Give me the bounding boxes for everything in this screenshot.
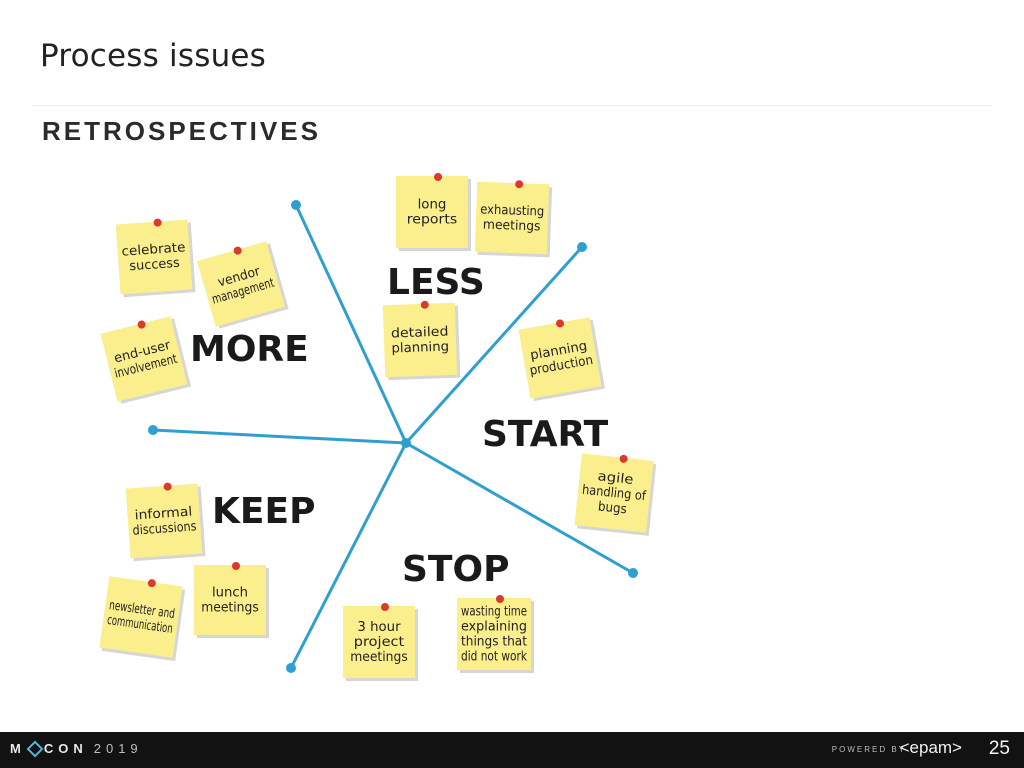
note-text: planning	[391, 339, 449, 356]
label-stop: STOP	[402, 549, 509, 590]
logo-text-right: CON	[44, 741, 88, 756]
note-text: did not work	[461, 650, 527, 665]
hub-dot	[401, 438, 411, 448]
label-more: MORE	[190, 329, 309, 370]
footer-bar: M CON 2019 POWERED BY <epam> 25	[0, 732, 1024, 768]
note-text: bugs	[597, 499, 627, 517]
note-text: 3 hour	[357, 620, 401, 635]
label-start: START	[482, 414, 609, 455]
spoke-end-dot	[291, 200, 301, 210]
pushpin-icon	[232, 562, 240, 570]
pushpin-icon	[434, 173, 442, 181]
spoke-end-dot	[148, 425, 158, 435]
note-text: project	[354, 635, 404, 650]
sponsor-logo: <epam>	[900, 738, 962, 758]
note-text: long	[418, 198, 447, 213]
powered-by-label: POWERED BY	[832, 745, 906, 754]
conference-logo: M CON 2019	[10, 741, 143, 756]
note-text: lunch	[212, 586, 248, 601]
note-text: meetings	[350, 650, 408, 665]
pushpin-icon	[381, 603, 389, 611]
page-number: 25	[989, 738, 1010, 760]
spoke-end-dot	[577, 242, 587, 252]
note-text: reports	[407, 213, 458, 228]
label-keep: KEEP	[212, 491, 315, 532]
note-text: wasting time	[461, 605, 527, 620]
retrospective-diagram: MORE LESS START KEEP STOP celebratesucce…	[0, 0, 1024, 730]
note-text: meetings	[483, 217, 541, 234]
label-less: LESS	[387, 262, 485, 303]
logo-diamond-icon	[26, 740, 43, 757]
note-text: things that	[461, 635, 527, 650]
logo-year: 2019	[94, 741, 143, 756]
note-text: meetings	[201, 601, 259, 616]
note-text: explaining	[461, 620, 527, 635]
spoke-line	[153, 430, 406, 443]
logo-text-left: M	[10, 741, 26, 756]
spoke-end-dot	[628, 568, 638, 578]
pushpin-icon	[496, 595, 504, 603]
spoke-end-dot	[286, 663, 296, 673]
